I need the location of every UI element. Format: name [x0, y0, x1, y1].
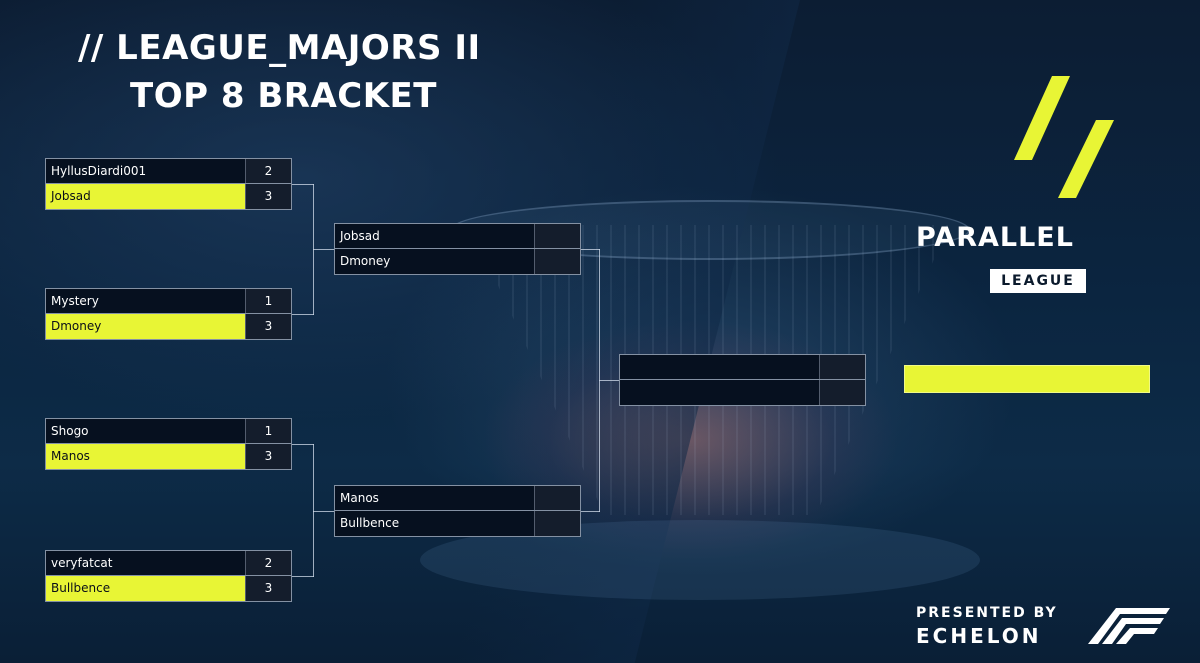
player-name: [620, 355, 819, 379]
bracket-connector: [313, 444, 314, 577]
presented-by-label: PRESENTED BY: [916, 605, 1058, 621]
bracket-connector: [581, 511, 600, 512]
player-score: [534, 224, 580, 248]
player-score: [819, 355, 865, 379]
player-score: [534, 249, 580, 274]
event-title: // LEAGUE_MAJORS II: [78, 28, 481, 68]
player-name: veryfatcat: [51, 556, 113, 570]
semifinal-match-1[interactable]: Jobsad Dmoney: [334, 223, 581, 275]
player-score: 3: [245, 184, 291, 209]
player-name: Jobsad: [340, 229, 380, 243]
bracket-title: TOP 8 BRACKET: [130, 76, 437, 116]
player-name: Manos: [340, 491, 379, 505]
sponsor-name: ECHELON: [916, 624, 1042, 648]
player-slot[interactable]: Bullbence: [334, 511, 581, 537]
parallel-logo-icon: [1014, 76, 1114, 198]
brand-subtitle: LEAGUE: [990, 269, 1086, 293]
player-slot[interactable]: HyllusDiardi001 2: [45, 158, 292, 184]
bracket-connector: [599, 380, 619, 381]
player-name: Bullbence: [46, 576, 245, 601]
player-score: [819, 380, 865, 405]
bracket-connector: [292, 444, 314, 445]
player-slot[interactable]: Jobsad: [334, 223, 581, 249]
player-score: 3: [245, 576, 291, 601]
player-score: 3: [245, 314, 291, 339]
champion-slot[interactable]: [904, 365, 1150, 393]
player-score: 1: [245, 419, 291, 443]
final-match[interactable]: [619, 354, 866, 406]
semifinal-match-2[interactable]: Manos Bullbence: [334, 485, 581, 537]
bracket-connector: [292, 184, 314, 185]
player-name: Dmoney: [46, 314, 245, 339]
player-score: 2: [245, 551, 291, 575]
player-slot[interactable]: veryfatcat 2: [45, 550, 292, 576]
player-slot[interactable]: Manos: [334, 485, 581, 511]
bracket-connector: [292, 314, 314, 315]
player-slot[interactable]: [619, 354, 866, 380]
player-name: Shogo: [51, 424, 89, 438]
player-slot[interactable]: [619, 380, 866, 406]
player-slot[interactable]: Mystery 1: [45, 288, 292, 314]
player-score: 3: [245, 444, 291, 469]
player-name: [620, 380, 819, 405]
player-score: [534, 486, 580, 510]
player-name: Mystery: [51, 294, 99, 308]
player-score: 1: [245, 289, 291, 313]
player-name: Dmoney: [340, 254, 391, 268]
player-slot[interactable]: Shogo 1: [45, 418, 292, 444]
player-name: Bullbence: [340, 516, 400, 530]
bracket-connector: [313, 511, 334, 512]
player-name: Jobsad: [46, 184, 245, 209]
player-name: HyllusDiardi001: [51, 164, 147, 178]
player-name: Manos: [46, 444, 245, 469]
brand-name: PARALLEL: [916, 222, 1074, 253]
bracket-connector: [581, 249, 600, 250]
player-score: [534, 511, 580, 536]
bracket-connector: [313, 249, 334, 250]
player-score: 2: [245, 159, 291, 183]
bracket-connector: [292, 576, 314, 577]
echelon-logo-icon: [1088, 608, 1170, 644]
player-slot[interactable]: Dmoney: [334, 249, 581, 275]
